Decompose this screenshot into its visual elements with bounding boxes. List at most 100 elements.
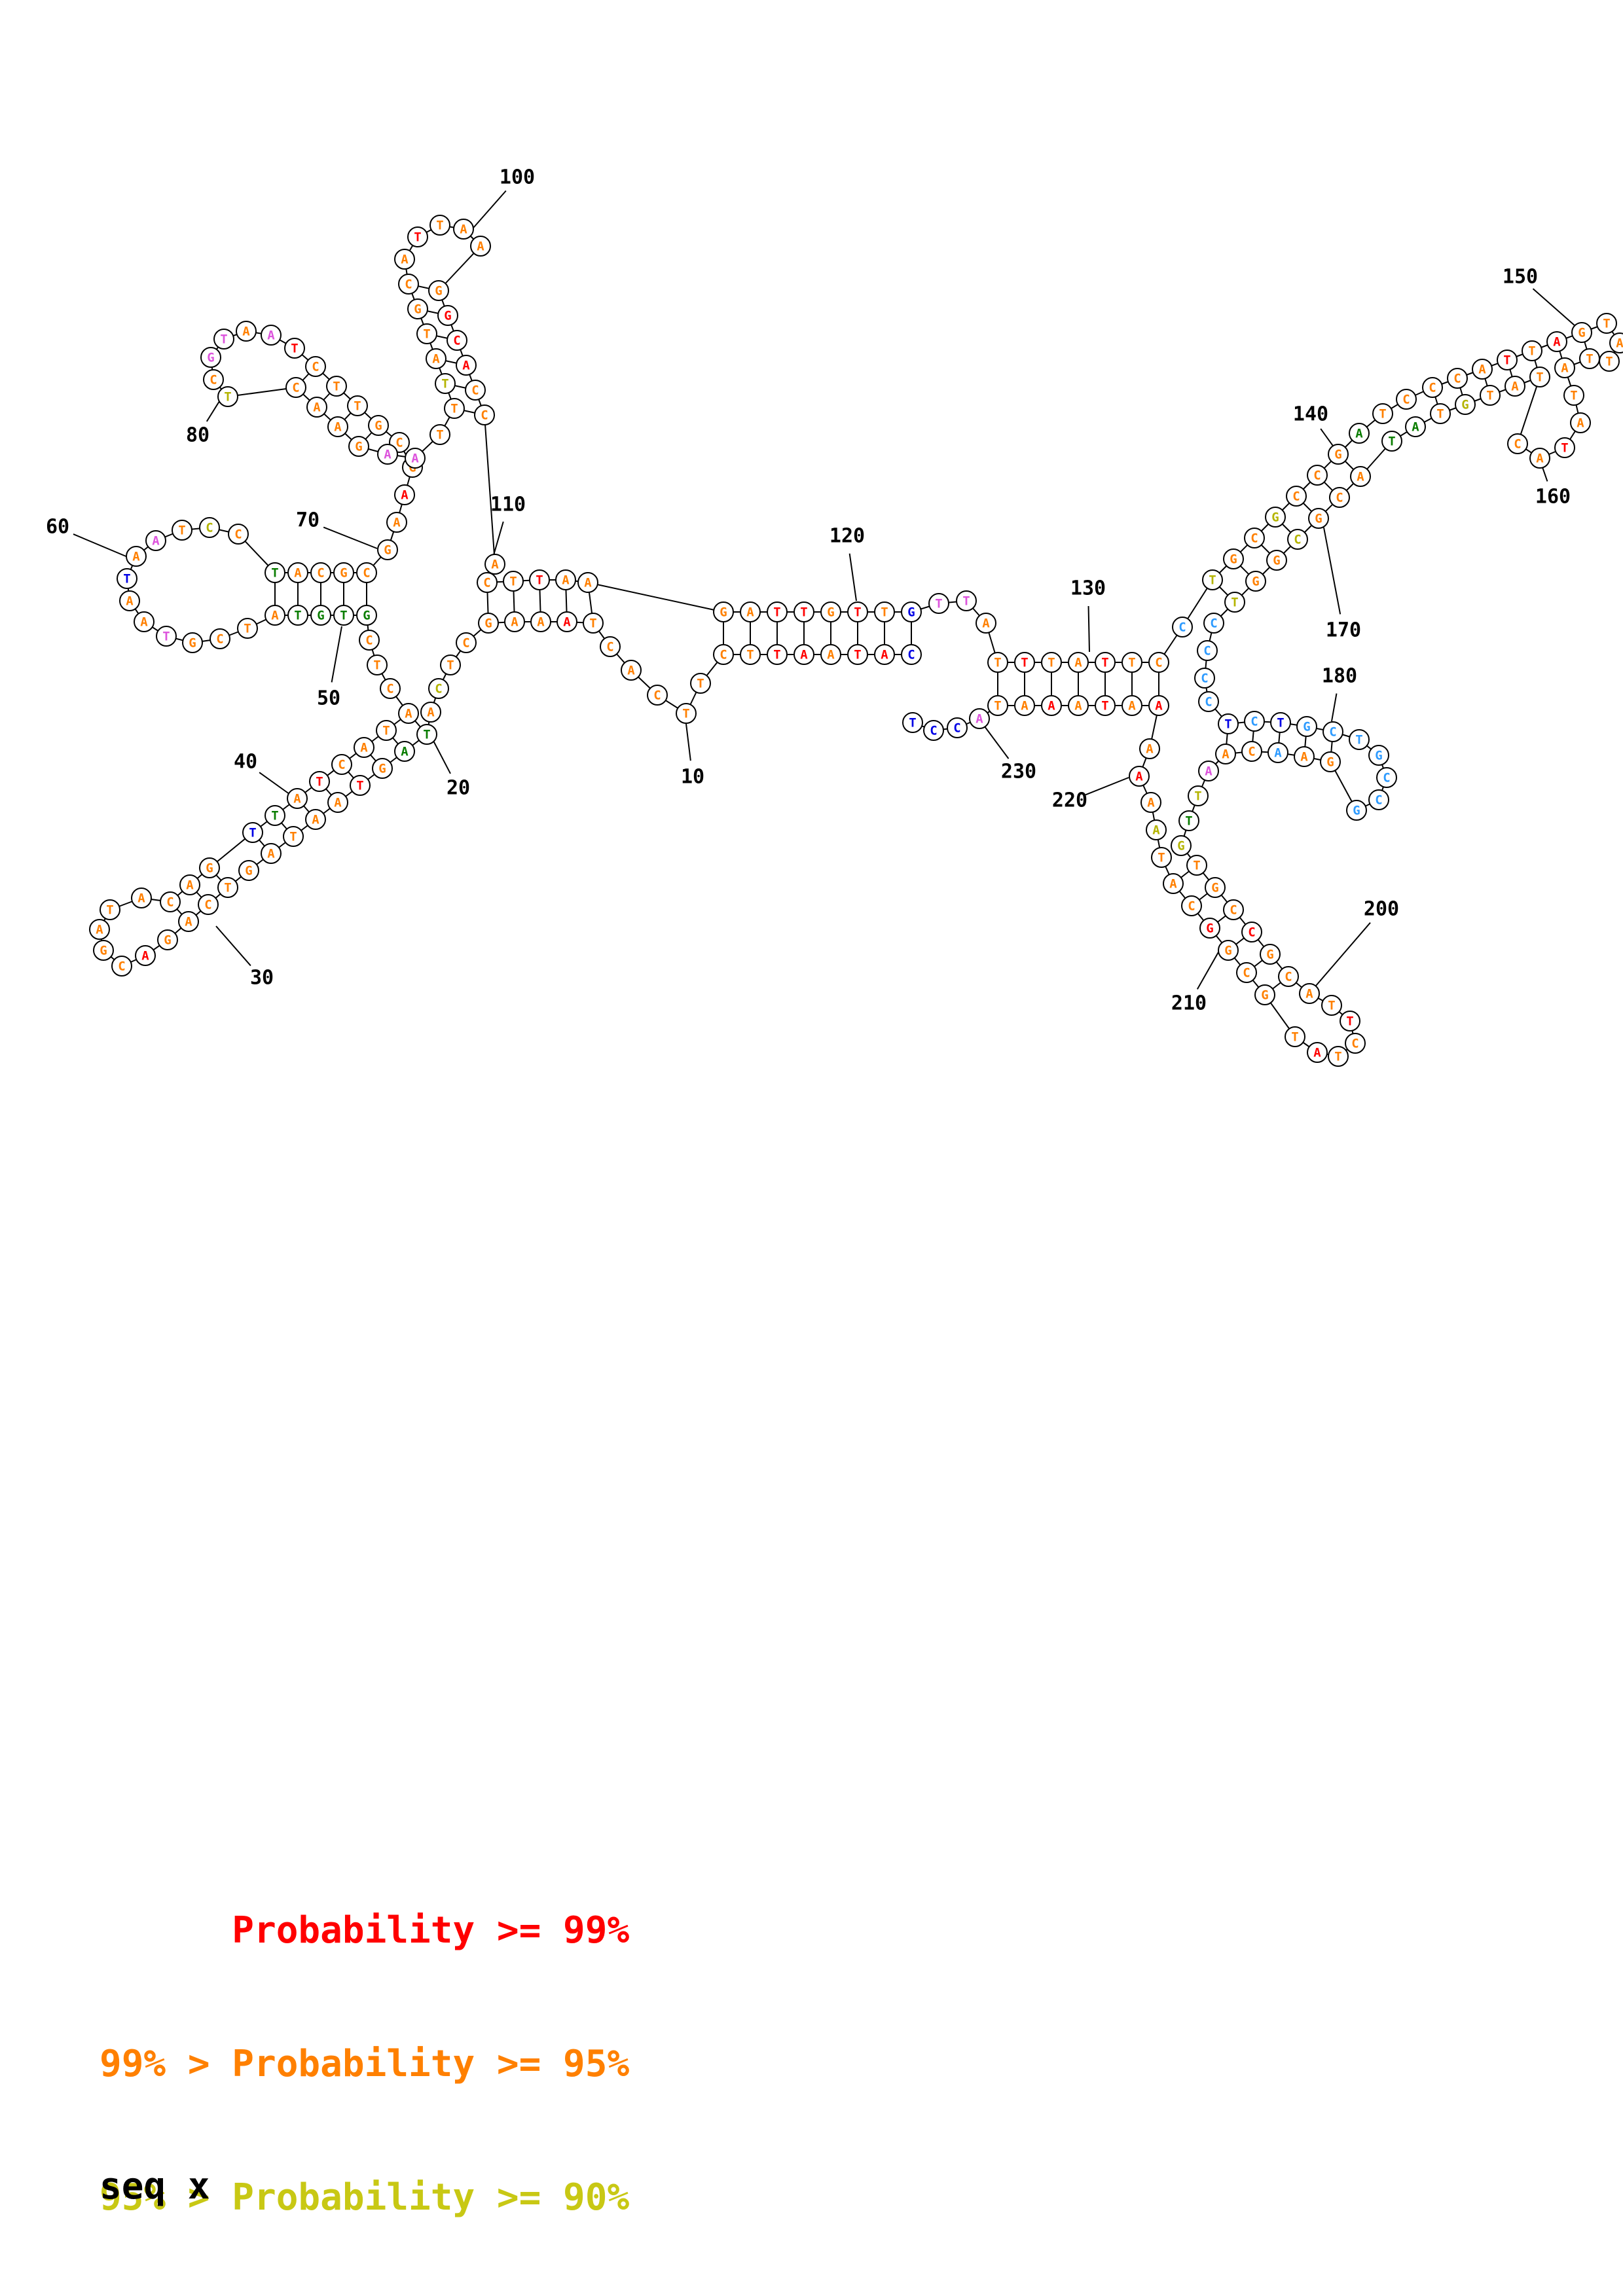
nucleotide-circle [1186,855,1207,876]
nucleotide-base: T [220,332,227,347]
nucleotide-circle [530,611,551,632]
nucleotide-base: A [96,923,103,937]
nucleotide-circle [1254,984,1275,1005]
nucleotide-circle [1205,877,1226,898]
nucleotide-base: C [1514,437,1521,452]
nucleotide-circle [474,404,495,425]
nucleotide-circle [1171,835,1192,856]
nucleotide-base: G [384,543,391,558]
label-leader-line [1542,467,1548,482]
nucleotide-base: C [1453,372,1461,386]
nucleotide-base: C [1248,745,1255,759]
nucleotide-circle [1139,738,1160,759]
nucleotide-circle [1041,695,1062,716]
nucleotide-circle [1308,508,1329,529]
label-leader-line [468,190,507,234]
nucleotide-circle [1322,721,1343,742]
nucleotide-circle [394,484,415,505]
nucleotide-circle [484,554,505,575]
nucleotide-circle [420,702,441,723]
nucleotide-circle [583,613,604,634]
nucleotide-base: T [1503,353,1510,368]
nucleotide-base: A [140,615,148,630]
nucleotide-base: A [1305,987,1313,1001]
nucleotide-circle [1447,368,1468,389]
nucleotide-base: A [1152,823,1160,838]
nucleotide-base: C [365,634,373,648]
nucleotide-base: A [141,949,149,963]
nucleotide-base: T [1101,699,1108,713]
nucleotide-base: G [363,609,370,623]
nucleotide-circle [426,348,447,369]
nucleotide-circle [902,712,923,733]
nucleotide-base: T [1209,573,1216,588]
nucleotide-base: T [909,716,916,730]
nucleotide-circle [1198,761,1219,781]
nucleotide-circle [767,601,788,622]
nucleotide-base: T [1355,733,1362,747]
nucleotide-base: T [697,677,704,691]
nucleotide-circle [200,347,221,368]
nucleotide-circle [987,652,1008,673]
nucleotide-base: A [401,488,409,503]
nucleotide-base: T [1334,1050,1341,1064]
nucleotide-base: G [444,309,451,323]
backbone-segment [587,582,724,613]
nucleotide-circle [428,280,449,301]
nucleotide-base: T [436,219,443,233]
nucleotide-circle [407,298,428,319]
nucleotide-base: T [316,775,323,789]
backbone-segment [1517,376,1541,444]
nucleotide-base: C [1243,966,1250,980]
position-label: 100 [500,166,535,189]
nucleotide-circle [1241,922,1262,942]
nucleotide-circle [1266,550,1287,571]
nucleotide-base: T [509,575,517,589]
nucleotide-circle [310,562,331,583]
nucleotide-base: T [1528,344,1535,359]
nucleotide-base: T [1561,441,1568,456]
nucleotide-base: T [333,380,340,394]
label-leader-line [1196,946,1222,990]
position-label: 70 [296,509,319,532]
probability-legend: Probability >= 99% 99% > Probability >= … [100,1820,629,2296]
nucleotide-circle [1368,789,1389,810]
nucleotide-base: T [1379,407,1386,422]
nucleotide-circle [309,771,330,792]
nucleotide-base: C [1402,393,1410,407]
nucleotide-base: C [1294,533,1301,547]
label-leader-line [215,925,251,967]
position-label: 140 [1293,403,1328,426]
nucleotide-circle [1507,433,1528,454]
nucleotide-circle [333,605,354,626]
nucleotide-base: C [395,436,403,450]
nucleotide-base: A [405,707,412,721]
nucleotide-circle [1122,695,1142,716]
nucleotide-base: C [216,632,223,647]
nucleotide-base: C [1351,1037,1359,1051]
nucleotide-circle [356,605,377,626]
nucleotide-circle [210,628,230,649]
nucleotide-base: A [401,745,409,759]
nucleotide-circle [327,416,348,437]
nucleotide-circle [820,601,841,622]
nucleotide-circle [1197,640,1218,661]
nucleotide-circle [1321,995,1342,1016]
nucleotide-circle [1529,448,1550,469]
nucleotide-circle [416,323,437,344]
nucleotide-base: C [1250,715,1258,729]
nucleotide-base: T [414,230,421,245]
nucleotide-base: T [1101,656,1108,670]
nucleotide-circle [740,601,761,622]
nucleotide-circle [1278,966,1299,987]
nucleotide-base: A [132,550,140,564]
position-label: 30 [250,967,274,990]
nucleotide-circle [874,644,895,665]
nucleotide-base: T [746,648,754,662]
label-leader-line [848,553,857,601]
nucleotide-base: T [1388,435,1395,449]
nucleotide-base: A [562,573,570,588]
nucleotide-base: G [245,864,252,878]
nucleotide-circle [1350,466,1371,487]
